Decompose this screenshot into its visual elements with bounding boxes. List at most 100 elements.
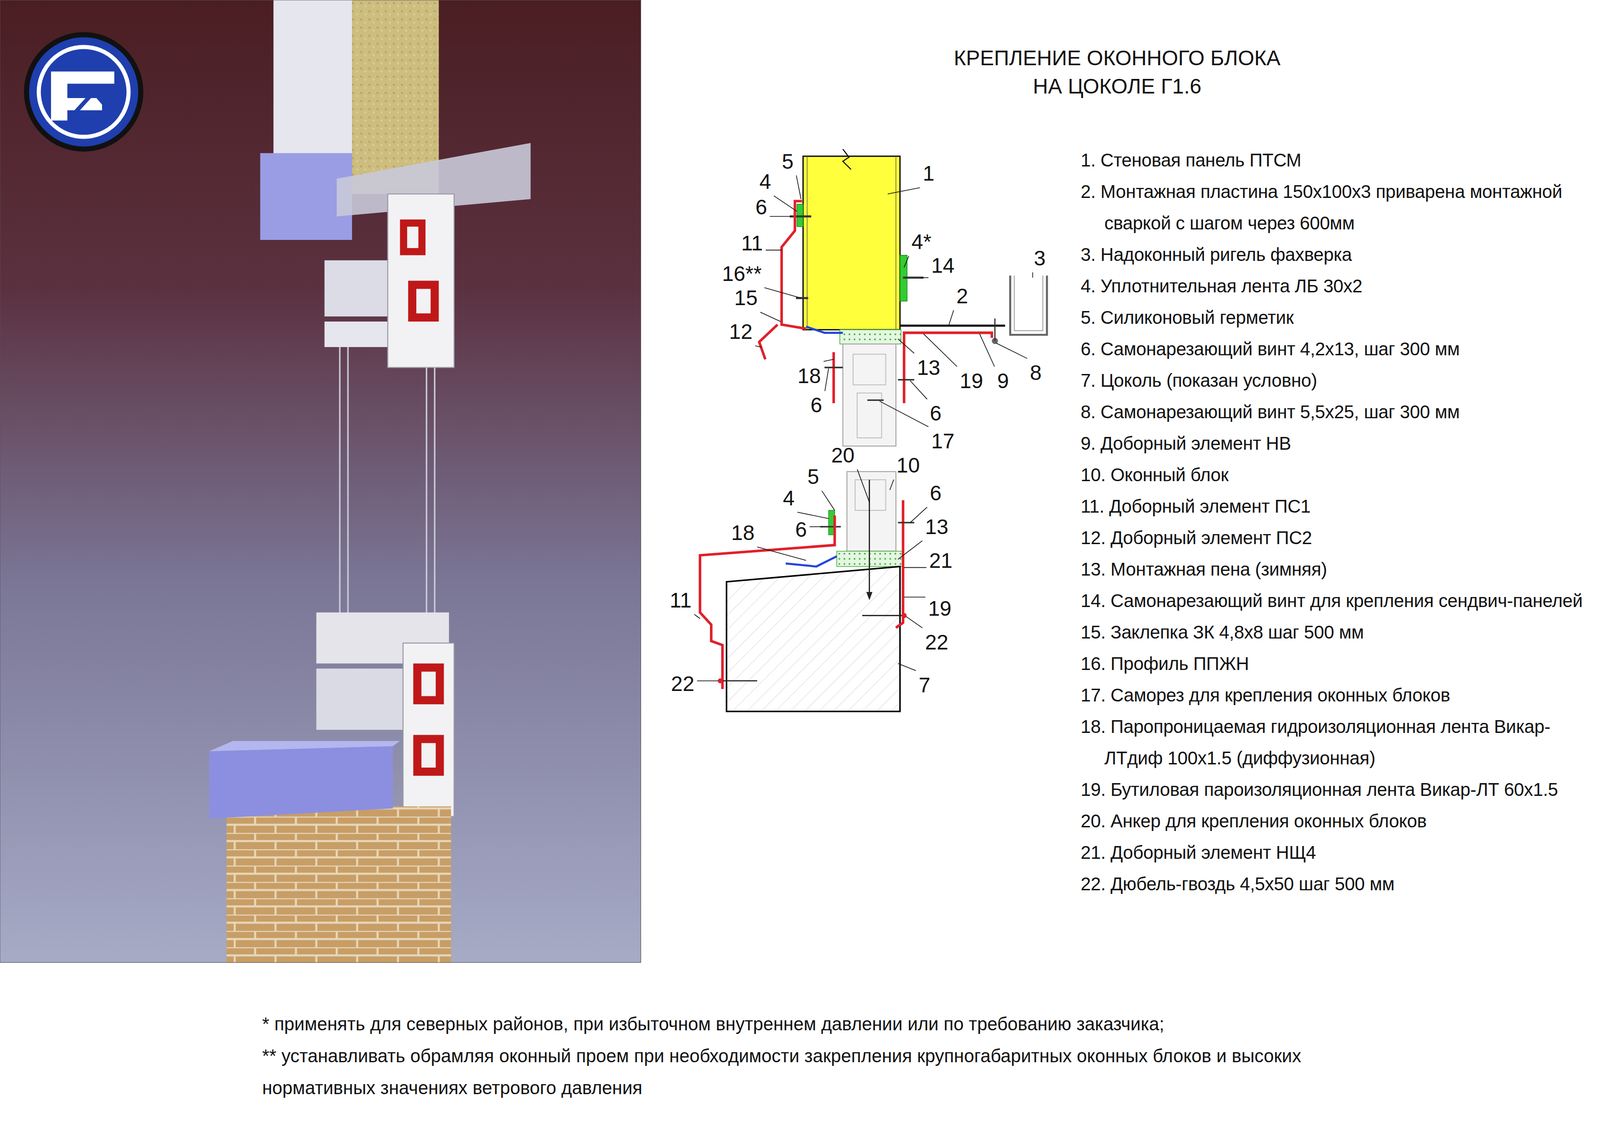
callout-number: 20 (831, 443, 855, 467)
parts-list-item: 21. Доборный элемент НЩ4 (1080, 836, 1592, 869)
callout-number: 11 (740, 231, 763, 255)
parts-list-item: 13. Монтажная пена (зимняя) (1080, 553, 1592, 586)
window-render (421, 671, 436, 697)
window-render (408, 280, 439, 322)
section-drawing (904, 332, 992, 404)
section-drawing (820, 525, 841, 528)
leader-lines (773, 195, 798, 212)
parts-list-item: 15. Заклепка ЗК 4,8х8 шаг 500 мм (1080, 616, 1592, 648)
callout-number: 10 (896, 453, 920, 477)
section-drawing (839, 329, 901, 344)
footnote: * применять для северных районов, при из… (262, 1007, 1332, 1040)
section-drawing (789, 215, 812, 218)
section-drawing (720, 679, 758, 682)
callout-number: 21 (929, 548, 953, 572)
section-drawing (994, 318, 996, 341)
callout-number: 5 (781, 150, 794, 173)
parts-list-item: 1. Стеновая панель ПТСМ (1080, 144, 1592, 177)
window-render (421, 742, 436, 768)
parts-list-item: 11. Доборный элемент ПС1 (1080, 490, 1592, 523)
section-drawing (868, 479, 870, 592)
logo (38, 46, 129, 137)
leader-lines (823, 359, 834, 362)
callout-number: 6 (810, 393, 823, 417)
section-drawing (866, 591, 873, 601)
callout-number: 16** (721, 262, 762, 285)
leader-lines (948, 310, 954, 325)
section-drawing (867, 399, 884, 401)
leader-lines (797, 512, 829, 519)
section-drawing (802, 155, 901, 330)
callout-number: 4* (911, 230, 932, 254)
parts-list-item: 7. Цоколь (показан условно) (1080, 364, 1592, 397)
parts-list-item: 10. Оконный блок (1080, 459, 1592, 491)
section-drawing (854, 479, 886, 511)
callout-number: 6 (929, 481, 942, 505)
leader-lines (897, 540, 922, 560)
callout-number: 11 (669, 588, 692, 612)
leader-lines (760, 311, 781, 322)
leader-lines (824, 368, 829, 391)
callout-number: 13 (916, 356, 941, 379)
leader-lines (764, 287, 801, 299)
leader-lines (796, 175, 801, 200)
callout-number: 12 (729, 320, 753, 343)
section-drawing (806, 326, 844, 333)
callout-number: 4 (782, 486, 795, 510)
footnotes: * применять для северных районов, при из… (262, 1007, 1332, 1104)
window-render (407, 226, 419, 249)
leader-lines (857, 469, 870, 503)
callout-number: 22 (925, 630, 949, 654)
parts-list-item: 18. Паропроницаемая гидроизоляционная ле… (1080, 710, 1592, 774)
leader-lines (904, 596, 926, 598)
logo (26, 34, 141, 150)
callout-number: 14 (931, 253, 955, 277)
window-render (387, 193, 454, 368)
parts-list-item: 22. Дюбель-гвоздь 4,5х50 шаг 500 мм (1080, 868, 1592, 900)
window-render (403, 642, 455, 817)
leader-lines (897, 663, 916, 671)
leader-lines (694, 614, 701, 619)
leader-lines (765, 249, 782, 251)
section-drawing (717, 678, 723, 684)
window-render (399, 219, 426, 255)
parts-list-item: 12. Доборный элемент ПС2 (1080, 522, 1592, 554)
logo (73, 92, 121, 115)
window-render (425, 367, 428, 654)
window-render (413, 663, 444, 705)
parts-list-item: 2. Монтажная пластина 150х100х3 приварен… (1080, 176, 1592, 239)
leader-lines (910, 380, 927, 400)
section-drawing (699, 149, 1047, 712)
callout-number: 6 (795, 517, 808, 541)
leader-lines (904, 255, 909, 268)
leader-lines (889, 479, 894, 490)
parts-list-item: 6. Самонарезающий винт 4,2х13, шаг 300 м… (1080, 333, 1592, 365)
parts-list-item: 19. Бутиловая пароизоляционная лента Вик… (1080, 773, 1592, 806)
section-drawing (901, 612, 907, 618)
leader-lines (979, 333, 995, 367)
parts-list-item: 20. Анкер для крепления оконных блоков (1080, 805, 1592, 837)
window-render (209, 745, 394, 819)
callout-number: 17 (931, 429, 955, 453)
parts-list: 1. Стеновая панель ПТСМ2. Монтажная плас… (1080, 144, 1592, 900)
window-render (226, 806, 451, 963)
callout-number: 13 (925, 515, 949, 539)
callout-number: 18 (797, 364, 821, 388)
callout-number: 19 (927, 596, 952, 620)
section-drawing (900, 324, 1006, 327)
leader-lines (904, 567, 927, 569)
leader-lines (769, 216, 792, 218)
callout-number: 18 (731, 521, 755, 544)
callout-number: 22 (671, 672, 695, 695)
parts-list-item: 5. Силиконовый герметик (1080, 301, 1592, 334)
section-drawing (806, 155, 808, 330)
callout-number: 6 (755, 195, 768, 219)
leader-lines (821, 490, 835, 511)
logo (26, 34, 141, 150)
section-drawing (842, 149, 851, 170)
section-drawing (853, 354, 886, 385)
leader-lines (757, 546, 807, 561)
leader-lines (697, 680, 719, 682)
leader-lines (694, 175, 1033, 681)
window-render (413, 734, 444, 776)
